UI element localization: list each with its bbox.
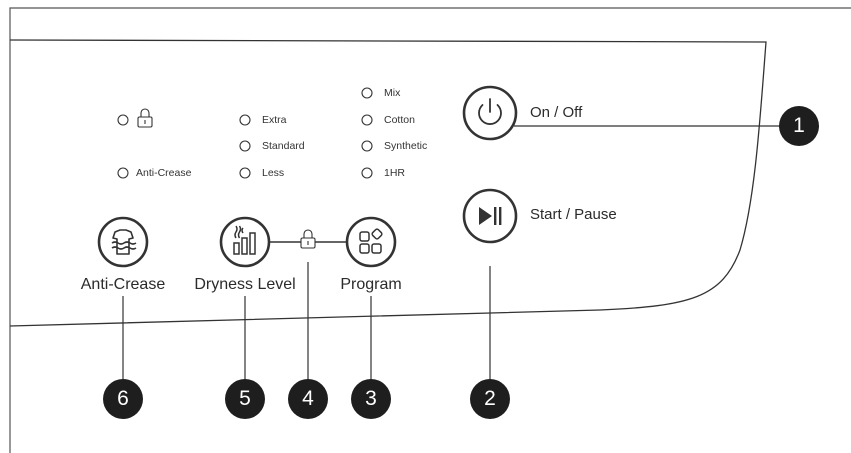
dryness-level-button [219, 216, 271, 268]
indicator-led-child-lock [117, 114, 129, 126]
indicator-led-synthetic [361, 140, 373, 152]
indicator-label-standard: Standard [262, 140, 305, 152]
play-pause-icon [479, 207, 502, 225]
callout-2: 2 [470, 379, 510, 419]
program-button [345, 216, 397, 268]
indicator-label-mix: Mix [384, 87, 401, 99]
callout-3: 3 [351, 379, 391, 419]
indicator-led-mix [361, 87, 373, 99]
lock-icon [137, 108, 153, 128]
indicator-led-extra [239, 114, 251, 126]
button-label-anti-crease: Anti-Crease [80, 276, 166, 293]
indicator-led-1hr [361, 167, 373, 179]
callout-4: 4 [288, 379, 328, 419]
callout-1: 1 [779, 106, 819, 146]
start-pause-button [462, 188, 518, 244]
outer-frame [9, 7, 851, 453]
anti-crease-button [97, 216, 149, 268]
on-off-button [462, 85, 518, 141]
power-icon [478, 98, 502, 125]
indicator-label-synthetic: Synthetic [384, 140, 428, 152]
indicator-label-less: Less [262, 167, 285, 179]
callout-6: 6 [103, 379, 143, 419]
indicator-led-anti-crease [117, 167, 129, 179]
shirt-icon [111, 229, 137, 255]
button-label-on-off: On / Off [530, 104, 583, 121]
child-lock-icon [300, 229, 316, 249]
button-label-dryness-level: Dryness Level [194, 276, 296, 293]
indicator-label-anti-crease: Anti-Crease [136, 167, 192, 179]
indicator-label-extra: Extra [262, 114, 287, 126]
panel-outline [9, 39, 767, 327]
dryness-bars-icon [233, 225, 256, 255]
program-grid-icon [359, 228, 383, 254]
indicator-label-1hr: 1HR [384, 167, 406, 179]
button-label-program: Program [340, 276, 402, 293]
indicator-label-cotton: Cotton [384, 114, 415, 126]
callout-5: 5 [225, 379, 265, 419]
indicator-led-cotton [361, 114, 373, 126]
indicator-led-standard [239, 140, 251, 152]
button-label-start-pause: Start / Pause [530, 206, 617, 223]
indicator-led-less [239, 167, 251, 179]
